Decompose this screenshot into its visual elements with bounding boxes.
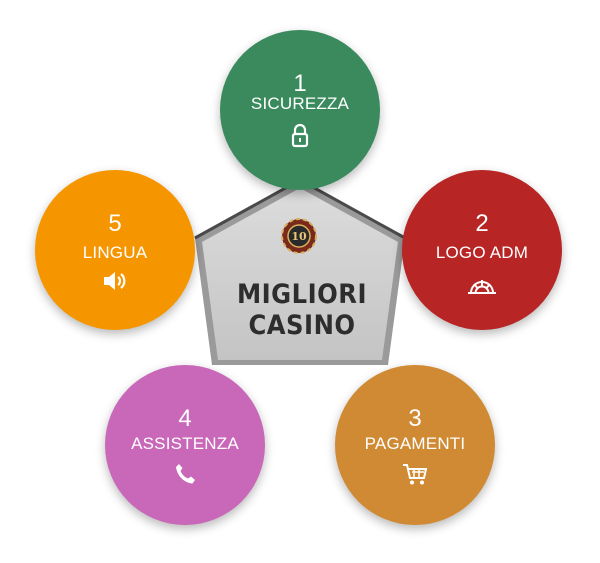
cart-icon bbox=[403, 464, 428, 485]
center-title-line2: CASINO bbox=[248, 310, 356, 341]
item-number: 4 bbox=[178, 405, 192, 432]
item-pagamenti: 3 PAGAMENTI bbox=[335, 365, 495, 525]
lock-icon bbox=[291, 123, 309, 148]
item-logo-adm: 2 LOGO ADM bbox=[402, 170, 562, 330]
item-number: 1 bbox=[293, 70, 307, 97]
center-title: MIGLIORI CASINO bbox=[222, 279, 382, 341]
item-label: PAGAMENTI bbox=[364, 434, 466, 453]
casino-top10-logo: 10 bbox=[281, 218, 317, 254]
item-label: LOGO ADM bbox=[435, 243, 529, 262]
item-sicurezza: 1 SICUREZZA bbox=[220, 30, 380, 190]
item-number: 3 bbox=[408, 405, 422, 432]
center-title-line1: MIGLIORI bbox=[236, 279, 368, 310]
speaker-icon bbox=[104, 272, 126, 290]
item-label: ASSISTENZA bbox=[131, 434, 239, 453]
item-label: LINGUA bbox=[82, 243, 148, 262]
phone-icon bbox=[176, 464, 195, 484]
item-number: 2 bbox=[475, 210, 489, 237]
badge-number: 10 bbox=[291, 230, 307, 243]
item-assistenza: 4 ASSISTENZA bbox=[105, 365, 265, 525]
ship-wheel-icon bbox=[468, 280, 496, 294]
item-label: SICUREZZA bbox=[250, 94, 350, 113]
item-number: 5 bbox=[108, 210, 122, 237]
item-lingua: 5 LINGUA bbox=[35, 170, 195, 330]
